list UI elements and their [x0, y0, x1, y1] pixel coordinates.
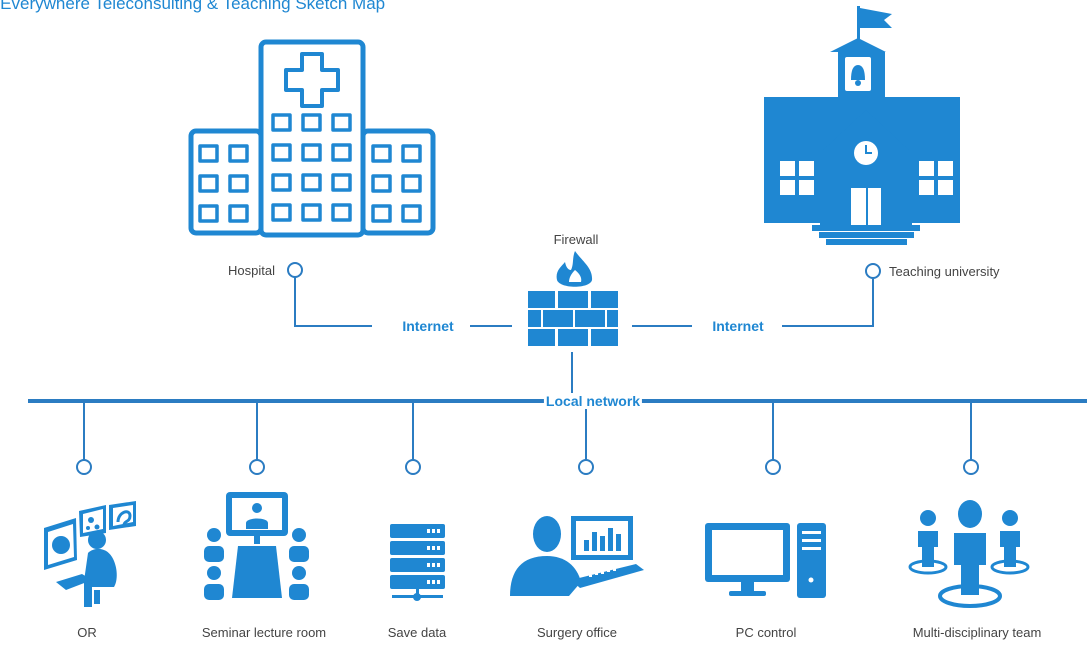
server-icon [390, 524, 445, 601]
endpoint-label-save-data: Save data [387, 625, 447, 640]
firewall-icon [528, 251, 618, 346]
university-details [780, 57, 953, 225]
hospital-icon [188, 39, 436, 238]
hospital-connector [294, 277, 372, 327]
or-node [76, 459, 92, 475]
firewall-label: Firewall [553, 232, 599, 247]
save-data-node [405, 459, 421, 475]
office-worker-icon [510, 516, 644, 596]
endpoint-label-seminar: Seminar lecture room [201, 625, 327, 640]
internet-right-label: Internet [710, 318, 766, 334]
seminar-node [249, 459, 265, 475]
university-connector [782, 279, 874, 327]
endpoint-label-team: Multi-disciplinary team [912, 625, 1042, 640]
node-circles [76, 262, 979, 475]
university-label: Teaching university [889, 264, 1000, 279]
connector-lines [83, 277, 972, 460]
pc-control-node [765, 459, 781, 475]
operating-room-icon [44, 501, 136, 607]
university-node [865, 263, 881, 279]
endpoint-label-surgery-office: Surgery office [537, 625, 617, 640]
diagram-title: e Everywhere Teleconsulting & Teaching S… [0, 0, 386, 13]
hospital-node [287, 262, 303, 278]
endpoint-label-pc-control: PC control [735, 625, 797, 640]
internet-left-label: Internet [400, 318, 456, 334]
team-node [963, 459, 979, 475]
hospital-label: Hospital [228, 263, 275, 278]
team-icon [908, 500, 1030, 608]
desktop-pc-icon [705, 523, 826, 598]
local-network-label: Local network [543, 393, 643, 409]
surgery-office-node [578, 459, 594, 475]
lecture-room-icon [204, 492, 309, 600]
endpoint-label-or: OR [77, 625, 97, 640]
